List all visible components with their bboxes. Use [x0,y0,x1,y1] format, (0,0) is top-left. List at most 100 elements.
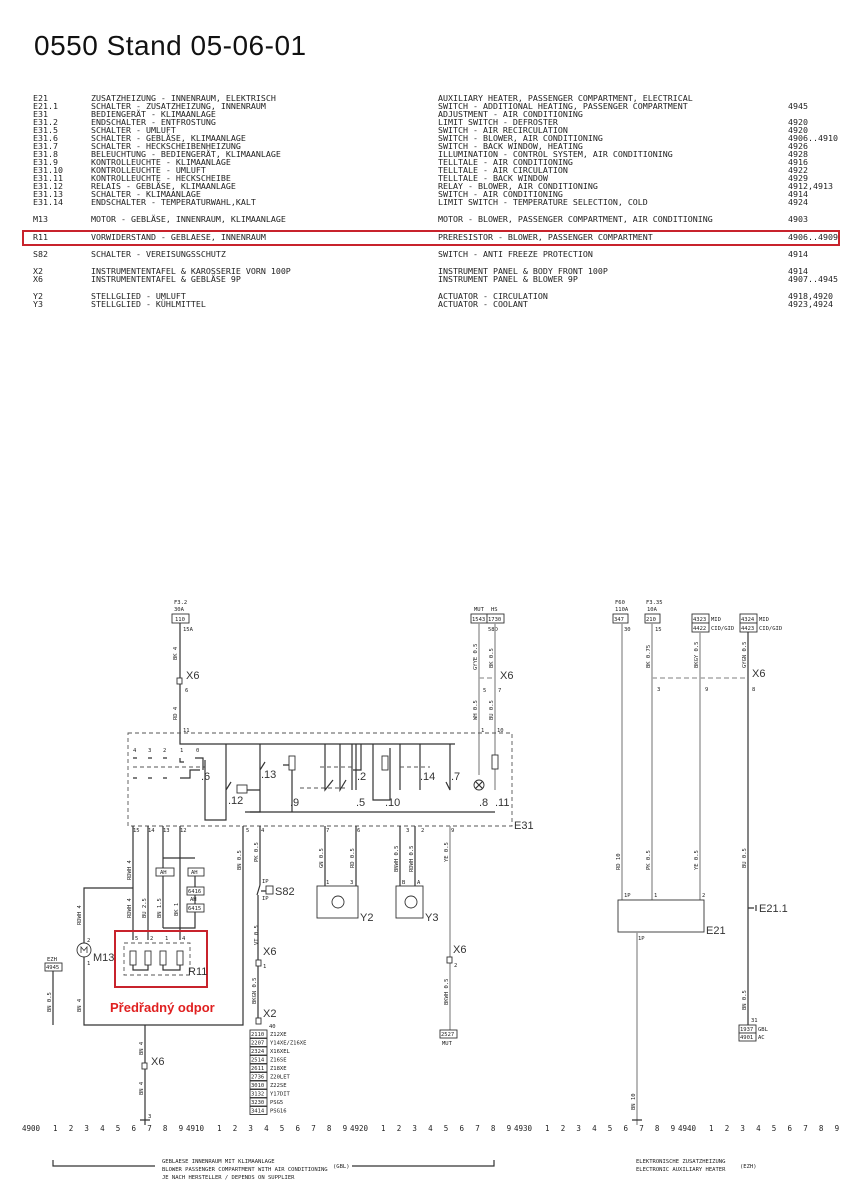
diagram-label: BK 0.75 [646,645,652,668]
diagram-label: 5 [135,936,138,942]
diagram-label: 3 [350,880,353,886]
x2-box [249,1106,268,1115]
legend-ref: 4914 [788,266,808,276]
diagram-label: GYYE 0.5 [473,644,479,671]
ruler-digit: 9 [507,1124,512,1133]
legend-ref: 4922 [788,165,808,175]
ruler-digit: 4 [100,1124,105,1133]
diagram-label: 4423 [741,626,754,632]
diagram-label: X6 [752,668,765,680]
legend-en: TELLTALE - BACK WINDOW [438,173,548,183]
legend-en: SWITCH - AIR CONDITIONING [438,189,563,199]
diagram-label: M13 [93,952,114,964]
x2-box-number: 2324 [251,1049,265,1055]
diagram-label: MUT [442,1041,453,1047]
ruler-digit: 6 [624,1124,629,1133]
diagram-label: 40 [269,1024,276,1030]
diagram-label: 10 [497,728,504,734]
diagram-label: AH [190,897,197,903]
diagram-label: IP [262,879,269,885]
ruler-digit: 3 [740,1124,745,1133]
x2-box-number: 3230 [251,1100,264,1106]
legend-de: KONTROLLEUCHTE - UMLUFT [91,165,206,175]
legend-de: VORWIDERSTAND - GEBLAESE, INNENRAUM [91,232,266,242]
legend-de: SCHALTER - KLIMAANLAGE [91,189,201,199]
diagram-label: BU 0.5 [742,848,748,868]
diagram-label: E21.1 [759,903,788,915]
diagram-label: .14 [420,771,435,783]
diagram-label: GN 0.5 [319,848,325,868]
diagram-label: A [417,880,421,886]
ruler-digit: 1 [53,1124,58,1133]
diagram-label: 2 [163,748,166,754]
legend-en: INSTRUMENT PANEL & BLOWER 9P [438,274,578,284]
diagram-label: BK 1 [174,903,180,916]
diagram-label: BN 4 [139,1081,145,1095]
wire-label: BK 4 [173,646,179,660]
diagram-label: X2 [263,1008,276,1020]
diagram-label: Y3 [425,912,438,924]
diagram-label: .5 [356,797,365,809]
diagram-label: 3 [657,687,660,693]
legend-en: AUXILIARY HEATER, PASSENGER COMPARTMENT,… [438,93,693,103]
ruler-decade: 4920 [350,1124,369,1133]
ruler-decade: 4940 [678,1124,697,1133]
legend-de: KONTROLLEUCHTE - HECKSCHEIBE [91,173,231,183]
diagram-label: 6 [357,828,360,834]
diagram-label: BN 4 [77,998,83,1012]
diagram-label: 1 [165,936,168,942]
diagram-label: X6 [453,944,466,956]
ruler-digit: 1 [217,1124,222,1133]
legend-ref: 4929 [788,173,808,183]
ruler-decade: 4910 [186,1124,205,1133]
diagram-label: 2527 [441,1032,454,1038]
connector-x6 [176,677,183,685]
r11-red-box [114,930,208,988]
diagram-label: 4901 [740,1035,753,1041]
diagram-label: 1730 [488,617,501,623]
ruler-digit: 6 [132,1124,137,1133]
diagram-label: 1 [481,728,484,734]
legend-de: INSTRUMENTENTAFEL & GEBLÄSE 9P [91,274,241,284]
diagram-label: .7 [451,771,460,783]
ruler-digit: 5 [116,1124,121,1133]
diagram-label: E21 [706,925,726,937]
legend-code: X6 [33,274,43,284]
legend-ref: 4920 [788,117,808,127]
diagram-label: 1 [180,748,183,754]
diagram-label: AC [758,1035,765,1041]
legend-de: INSTRUMENTENTAFEL & KAROSSERIE VORN 100P [91,266,291,276]
ruler-decade: 4930 [514,1124,533,1133]
ruler-digit: 9 [671,1124,676,1133]
diagram-label: 1P [624,893,631,899]
ruler-digit: 5 [608,1124,613,1133]
footer-text: BLOWER PASSENGER COMPARTMENT WITH AIR CO… [162,1167,328,1173]
legend-code: E21 [33,93,48,103]
diagram-label: HS [491,607,498,613]
diagram-label: 6415 [188,906,201,912]
x2-box [249,1089,268,1098]
preresistor-annotation: Předřadný odpor [110,1000,215,1015]
legend-code: E21.1 [33,101,58,111]
footer-text: JE NACH HERSTELLER / DEPENDS ON SUPPLIER [162,1175,295,1181]
label: 110 [175,617,185,623]
label: F3.2 [174,600,187,606]
legend-ref: 4912,4913 [788,181,833,191]
footer-text: (EZH) [740,1164,757,1170]
legend-ref: 4923,4924 [788,299,833,309]
legend-code: E31.2 [33,117,58,127]
legend-en: SWITCH - ANTI FREEZE PROTECTION [438,249,593,259]
legend-en: SWITCH - BACK WINDOW, HEATING [438,141,583,151]
diagram-label: WH 0.5 [473,700,479,720]
ruler-digit: 4 [592,1124,597,1133]
diagram-label: VT 0.5 [254,925,260,945]
x2-box-number: 3132 [251,1092,264,1098]
legend-code: Y3 [33,299,43,309]
ruler-digit: 6 [788,1124,793,1133]
legend-code: X2 [33,266,43,276]
x2-box-number: 3414 [251,1109,265,1115]
x2-engine-label: X16XEL [270,1049,291,1055]
